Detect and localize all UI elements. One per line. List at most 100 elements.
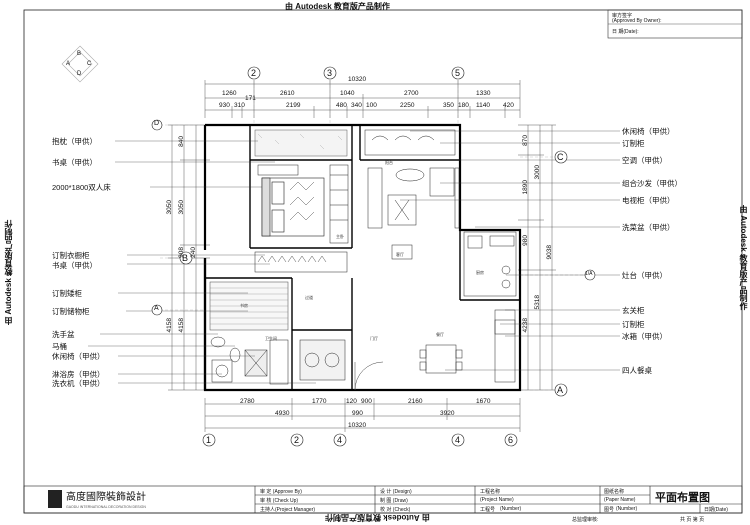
double-bed — [261, 177, 325, 237]
dim-right-inner-2: 980 — [522, 235, 529, 246]
label-sofa: 组合沙发（甲供） — [622, 179, 682, 188]
tb-footer-left: 总监理审核: — [572, 517, 599, 523]
tb-review: 审 定 (Approve By) — [260, 489, 302, 495]
approver-label-en: (Approved By Owner): — [612, 18, 662, 24]
label-lounge-chair-right: 休闲椅（甲供） — [622, 127, 675, 136]
label-low-cabinet: 订制矮柜 — [52, 289, 82, 298]
tb-project-no-en: (Number) — [500, 506, 522, 512]
dim-top-row2-3: 2700 — [404, 90, 419, 97]
tb-design: 设 计 (Design) — [380, 489, 412, 495]
tb-manager: 主持人(Project Manager) — [260, 507, 316, 513]
dim-left-inner-4: 4158 — [178, 318, 185, 333]
room-bedroom: 主卧 — [336, 234, 344, 239]
label-air-conditioner: 空调（甲供） — [622, 156, 667, 165]
tb-paper-name: 图纸名称 — [604, 489, 625, 495]
dim-top-total: 10320 — [348, 76, 367, 83]
label-dining-table: 四人餐桌 — [622, 366, 652, 375]
approver-label: 审方签字 — [612, 13, 633, 19]
label-toilet: 马桶 — [52, 342, 67, 351]
axis-top-2: 2 — [251, 68, 257, 78]
tb-check: 校 对 (Check) — [380, 507, 411, 513]
tb-project-no: 工程号 — [480, 507, 496, 513]
room-living: 客厅 — [396, 252, 404, 257]
dim-left-outer-1: 4158 — [166, 318, 173, 333]
dim-top-row3-8: 350 — [443, 102, 454, 109]
room-study: 书房 — [240, 303, 248, 308]
bathroom-fixtures — [210, 336, 346, 385]
label-storage-cabinet: 订制储物柜 — [52, 307, 90, 316]
axis-bottom-4b: 4 — [455, 435, 461, 445]
dim-right-inner-0: 870 — [522, 135, 529, 146]
label-tv-cabinet: 电视柜（甲供） — [622, 196, 675, 205]
label-pillow: 抱枕（甲供） — [52, 137, 97, 146]
room-bath: 卫生间 — [265, 336, 277, 341]
dim-top-row3-5: 340 — [351, 102, 362, 109]
dim-bottom-row1-0: 2780 — [240, 398, 255, 405]
axis-top-5: 5 — [455, 68, 461, 78]
logo-letter-c: C — [87, 61, 92, 67]
logo-diamond — [61, 45, 99, 83]
label-shower: 淋浴房（甲供） — [52, 370, 105, 379]
axis-top-3: 3 — [327, 68, 333, 78]
axis-right-a1: 1/A — [585, 271, 593, 277]
axis-bottom-6: 6 — [508, 435, 514, 445]
tb-draw: 制 图 (Draw) — [380, 498, 408, 504]
tb-date: 日期(Date) — [704, 507, 728, 513]
dim-right-outer-0: 3000 — [534, 165, 541, 180]
label-wardrobe: 订制衣橱柜 — [52, 251, 90, 260]
tb-project-name: 工程名称 — [480, 489, 501, 495]
label-basin: 洗手盆 — [52, 330, 75, 339]
dim-bottom-row1-1: 1770 — [312, 398, 327, 405]
tb-paper-name-en: (Paper Name) — [604, 497, 636, 503]
axis-right-a: A — [557, 385, 564, 395]
label-sink: 洗菜盆（甲供） — [622, 223, 675, 232]
tb-figure-no: 图号 — [604, 507, 615, 513]
company-name: 高度國際裝飾設計 — [66, 492, 146, 503]
dim-left-inner-1: 3050 — [178, 200, 185, 215]
dim-right-outer-2: 9038 — [546, 245, 553, 260]
living-furniture — [364, 129, 460, 260]
logo-letter-b: B — [77, 51, 82, 57]
dim-top-row3-3: 2199 — [286, 102, 301, 109]
room-entry: 门厅 — [370, 336, 378, 341]
dim-top-row3-4: 480 — [336, 102, 347, 109]
company-logo — [48, 490, 62, 508]
dining-table — [419, 309, 516, 383]
dim-top-row3-7: 2250 — [400, 102, 415, 109]
wardrobe-row — [254, 251, 348, 273]
dim-top-row3-10: 1140 — [476, 102, 490, 109]
label-lounge-chair-left: 休闲椅（甲供） — [52, 352, 105, 361]
tb-footer-right: 共 页 第 页 — [680, 517, 705, 523]
logo-letter-d: D — [77, 71, 82, 77]
dim-bottom-total: 10320 — [348, 422, 367, 429]
dim-left-inner-0: 840 — [178, 136, 185, 147]
watermark-right: 由 Autodesk 教育版产品制作 — [739, 205, 748, 310]
dim-bottom-row1-5: 1670 — [476, 398, 491, 405]
room-dining: 餐厅 — [436, 332, 444, 337]
dim-top-row3-1: 310 — [234, 102, 245, 109]
dim-bottom-row2-1: 990 — [352, 410, 363, 417]
dim-top-row3-6: 100 — [366, 102, 377, 109]
drawing-title: 平面布置图 — [655, 492, 710, 504]
room-corridor: 过道 — [305, 295, 313, 300]
axis-right-c: C — [557, 152, 564, 162]
axis-left-b: B — [182, 253, 189, 263]
balcony-hatch — [254, 129, 348, 157]
label-desk-1: 书桌（甲供） — [52, 158, 97, 167]
logo-letter-a: A — [66, 61, 71, 67]
dim-right-inner-3: 4238 — [522, 318, 529, 333]
axis-left-d: D — [154, 120, 160, 127]
dim-top-row3-0: 930 — [219, 102, 230, 109]
dim-top-row2-1: 2610 — [280, 90, 295, 97]
tb-project-name-en: (Project Name) — [480, 497, 514, 503]
dim-top-row2-0: 1260 — [222, 90, 237, 97]
label-double-bed: 2000*1800双人床 — [52, 183, 111, 192]
tb-audit: 审 核 (Check Up) — [260, 498, 299, 504]
label-stove: 灶台（甲供） — [622, 271, 667, 280]
dim-bottom-row1-3: 900 — [361, 398, 372, 405]
tb-figure-no-en: (Number) — [616, 506, 638, 512]
label-washer: 洗衣机（甲供） — [52, 379, 105, 388]
dim-right-outer-1: 5318 — [534, 295, 541, 310]
label-custom-cabinet-1: 订制柜 — [622, 139, 645, 148]
